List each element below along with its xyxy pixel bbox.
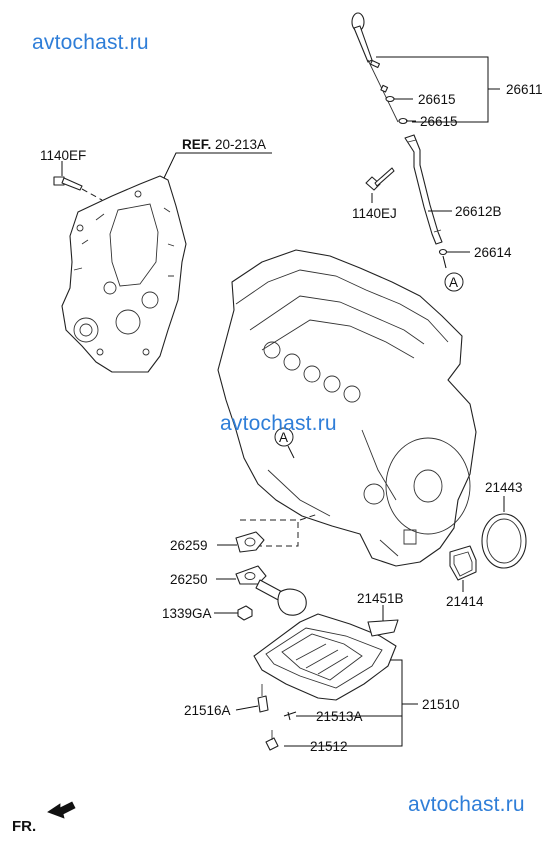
- label-26614: 26614: [474, 245, 512, 260]
- watermark-bottom: avtochast.ru: [408, 793, 525, 816]
- watermark-top: avtochast.ru: [32, 31, 149, 54]
- bracket-21451B-drawing: [367, 619, 399, 637]
- callout-a-top: A: [449, 275, 458, 290]
- label-ref-code: 20-213A: [215, 137, 266, 152]
- label-21512: 21512: [310, 739, 348, 754]
- label-21510: 21510: [422, 697, 460, 712]
- ref-leader-line: [163, 152, 178, 179]
- watermark-middle: avtochast.ru: [220, 412, 337, 435]
- label-26259: 26259: [170, 538, 208, 553]
- strainer-26250-drawing: [235, 565, 307, 616]
- gasket-21414-drawing: [449, 545, 477, 581]
- strainer-guide-dash-2: [299, 513, 319, 521]
- oil-pan-drawing: [253, 613, 397, 701]
- label-26615-upper: 26615: [418, 92, 456, 107]
- front-label: FR.: [12, 818, 36, 835]
- oil-seal-21443-drawing: [481, 513, 527, 569]
- bolt-1140EF-drawing: [53, 176, 83, 191]
- label-ref-prefix: REF.: [182, 137, 211, 152]
- timing-cover-drawing: [61, 175, 187, 373]
- label-26612B: 26612B: [455, 204, 502, 219]
- callout-a-mid: A: [279, 430, 288, 445]
- label-21443: 21443: [485, 480, 523, 495]
- nut-1339GA-drawing: [237, 605, 253, 621]
- front-direction-arrow: [47, 801, 76, 819]
- label-1140EJ: 1140EJ: [352, 206, 397, 221]
- label-1339GA: 1339GA: [162, 606, 212, 621]
- engine-block-drawing: [217, 249, 477, 567]
- oring-26615-lower: [398, 117, 408, 125]
- oring-26615-upper: [385, 95, 395, 103]
- dipstick-tube-drawing: [404, 134, 443, 245]
- bolt-21516A-drawing: [257, 684, 269, 713]
- label-26611: 26611: [506, 82, 543, 97]
- bolt-1140EJ-drawing: [365, 167, 395, 191]
- callout-circle-a-top: [444, 272, 464, 292]
- label-26250: 26250: [170, 572, 208, 587]
- label-21414: 21414: [446, 594, 484, 609]
- label-21513A: 21513A: [316, 709, 363, 724]
- label-26615-lower: 26615: [420, 114, 458, 129]
- label-21516A: 21516A: [184, 703, 231, 718]
- callout-circle-a-mid: [274, 427, 294, 447]
- gasket-26259-drawing: [235, 531, 265, 553]
- dipstick-drawing: [351, 12, 399, 123]
- label-21451B: 21451B: [357, 591, 404, 606]
- label-1140EF: 1140EF: [40, 148, 86, 163]
- strainer-guide-dash: [240, 519, 299, 547]
- oring-26614: [438, 248, 448, 256]
- bolt-21512-drawing: [265, 730, 279, 751]
- plug-21513A-drawing: [283, 711, 297, 721]
- leader-lines: [61, 56, 505, 747]
